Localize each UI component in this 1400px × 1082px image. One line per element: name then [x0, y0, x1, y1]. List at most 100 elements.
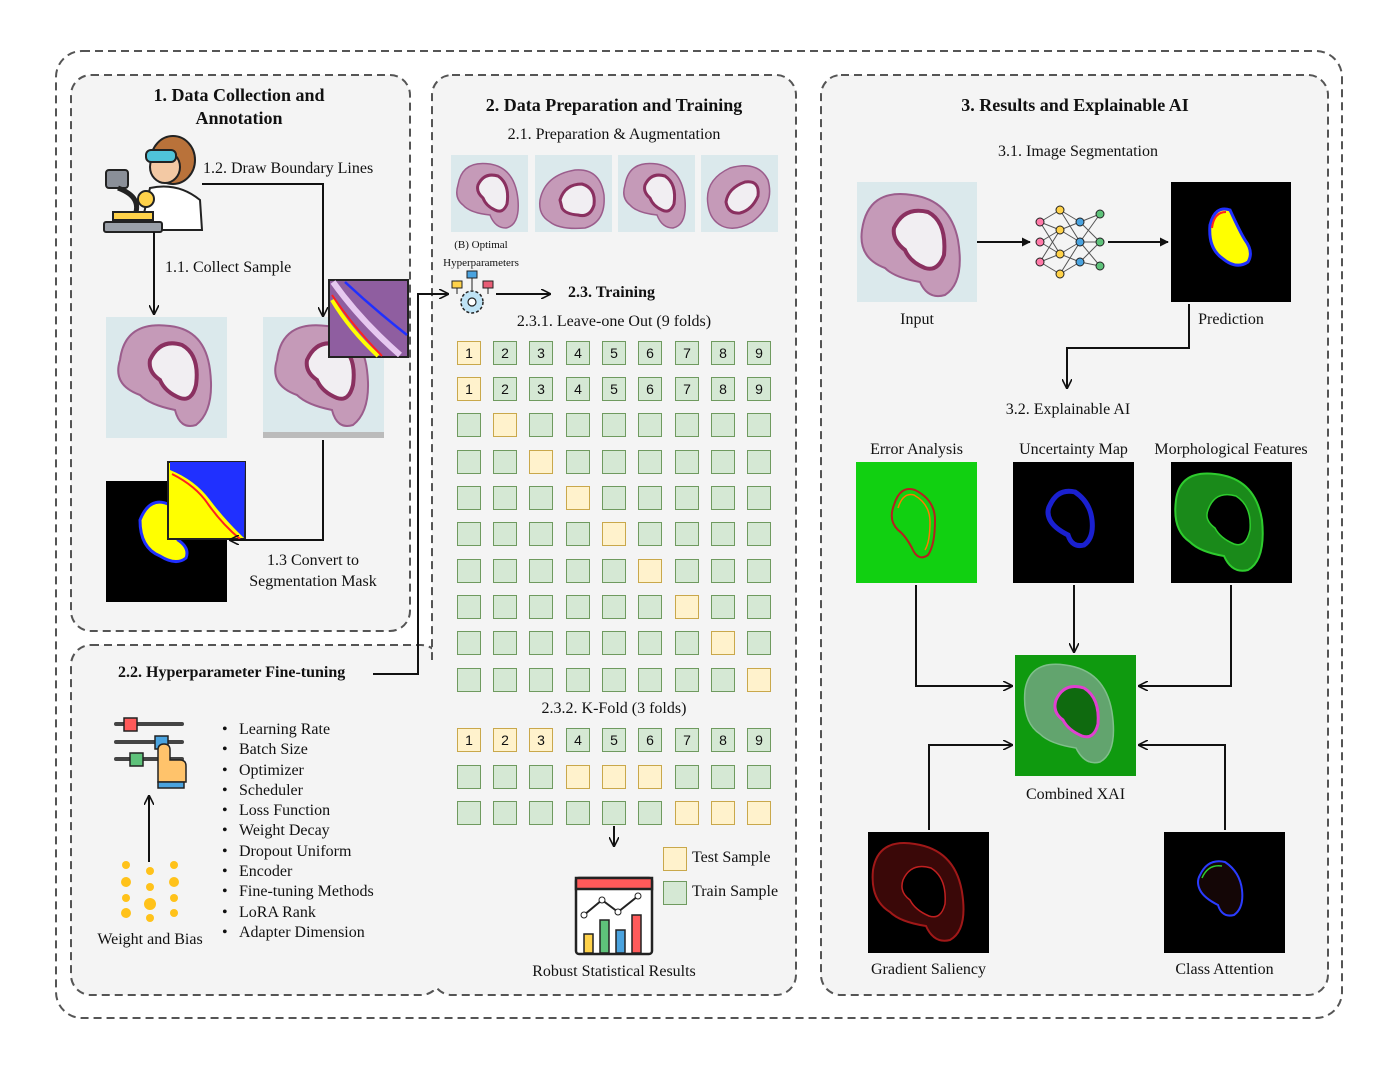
statistics-chart-icon — [574, 876, 654, 956]
legend-test-swatch — [663, 847, 687, 871]
train-sample-cell — [638, 450, 662, 474]
train-sample-cell: 3 — [529, 377, 553, 401]
scientist-microscope-icon — [103, 135, 204, 233]
neural-network-icon — [1035, 205, 1105, 279]
train-sample-cell — [638, 413, 662, 437]
train-sample-cell — [457, 631, 481, 655]
step-collect-sample: 1.1. Collect Sample — [165, 259, 292, 276]
test-sample-cell — [529, 450, 553, 474]
train-sample-cell — [638, 801, 662, 825]
hyperparameter-list: Learning RateBatch SizeOptimizerSchedule… — [222, 720, 374, 944]
hyperparameter-item: Fine-tuning Methods — [222, 882, 374, 903]
train-sample-cell — [675, 559, 699, 583]
uncertainty-map-image — [1013, 462, 1134, 583]
hyperparameter-item: Encoder — [222, 862, 374, 883]
train-sample-cell — [711, 486, 735, 510]
combined-xai-label: Combined XAI — [1025, 786, 1126, 803]
class-attention-label: Class Attention — [1175, 961, 1274, 978]
train-sample-cell — [711, 450, 735, 474]
legend-train-swatch — [663, 881, 687, 905]
train-sample-cell — [747, 765, 771, 789]
hyperparameter-item: Loss Function — [222, 801, 374, 822]
train-sample-cell — [602, 631, 626, 655]
train-sample-cell — [747, 595, 771, 619]
prediction-image — [1171, 182, 1291, 302]
leave-one-out-label: 2.3.1. Leave-one Out (9 folds) — [516, 313, 712, 330]
train-sample-cell — [493, 595, 517, 619]
test-sample-cell: 1 — [457, 728, 481, 752]
hyperparameter-finetuning-title: 2.2. Hyperparameter Fine-tuning — [118, 664, 346, 681]
train-sample-cell: 6 — [638, 728, 662, 752]
train-sample-cell — [602, 450, 626, 474]
train-sample-cell — [529, 765, 553, 789]
train-sample-cell: 8 — [711, 341, 735, 365]
panel2-title: 2. Data Preparation and Training — [485, 95, 743, 115]
kfold-label: 2.3.2. K-Fold (3 folds) — [541, 700, 687, 717]
annotated-sample-image — [263, 279, 409, 438]
train-sample-cell — [747, 413, 771, 437]
train-sample-cell: 2 — [493, 341, 517, 365]
train-sample-cell — [493, 765, 517, 789]
step-convert-line2: Segmentation Mask — [249, 573, 377, 590]
train-sample-cell — [529, 668, 553, 692]
test-sample-cell — [493, 413, 517, 437]
train-sample-cell — [457, 668, 481, 692]
train-sample-cell — [675, 486, 699, 510]
train-sample-cell — [566, 413, 590, 437]
train-sample-cell — [747, 522, 771, 546]
test-sample-cell — [566, 486, 590, 510]
train-sample-cell — [602, 486, 626, 510]
train-sample-cell — [529, 559, 553, 583]
train-sample-cell — [675, 631, 699, 655]
panel1-title-line2: Annotation — [195, 108, 283, 128]
morphological-features-image — [1171, 462, 1292, 583]
test-sample-cell — [566, 765, 590, 789]
collected-sample-image — [106, 317, 227, 438]
train-sample-cell — [566, 668, 590, 692]
train-sample-cell — [566, 450, 590, 474]
test-sample-cell — [675, 595, 699, 619]
panel1-title-line1: 1. Data Collection and — [153, 85, 325, 105]
train-sample-cell: 6 — [638, 377, 662, 401]
train-sample-cell — [529, 522, 553, 546]
class-attention-image — [1164, 832, 1285, 953]
panel3-title: 3. Results and Explainable AI — [961, 95, 1189, 115]
test-sample-cell — [675, 801, 699, 825]
optimal-label-line2: Hyperparameters — [443, 257, 519, 269]
test-sample-cell — [747, 668, 771, 692]
weight-bias-label: Weight and Bias — [97, 931, 203, 948]
test-sample-cell: 3 — [529, 728, 553, 752]
test-sample-cell — [711, 801, 735, 825]
train-sample-cell — [566, 522, 590, 546]
test-sample-cell — [638, 559, 662, 583]
train-sample-cell: 4 — [566, 341, 590, 365]
train-sample-cell — [675, 765, 699, 789]
gradient-saliency-image — [868, 832, 989, 953]
train-sample-cell — [638, 522, 662, 546]
train-sample-cell — [675, 413, 699, 437]
hyperparameter-item: Optimizer — [222, 761, 374, 782]
train-sample-cell: 4 — [566, 377, 590, 401]
combined-xai-image — [1015, 655, 1136, 776]
train-sample-cell — [457, 486, 481, 510]
test-sample-cell — [602, 522, 626, 546]
train-sample-cell — [493, 801, 517, 825]
test-sample-cell: 1 — [457, 341, 481, 365]
train-sample-cell — [493, 450, 517, 474]
train-sample-cell — [747, 450, 771, 474]
hyperparameter-item: Adapter Dimension — [222, 923, 374, 944]
image-segmentation-label: 3.1. Image Segmentation — [998, 143, 1158, 160]
train-sample-cell: 9 — [747, 341, 771, 365]
hyperparameter-item: Batch Size — [222, 740, 374, 761]
test-sample-cell — [747, 801, 771, 825]
gradient-saliency-label: Gradient Saliency — [870, 961, 987, 978]
train-sample-cell — [675, 668, 699, 692]
prediction-label: Prediction — [1198, 311, 1264, 328]
train-sample-cell — [747, 559, 771, 583]
train-sample-cell — [457, 522, 481, 546]
train-sample-cell — [638, 631, 662, 655]
preparation-augmentation-label: 2.1. Preparation & Augmentation — [507, 126, 721, 143]
morphological-features-label: Morphological Features — [1154, 441, 1308, 458]
training-label: 2.3. Training — [568, 284, 655, 301]
